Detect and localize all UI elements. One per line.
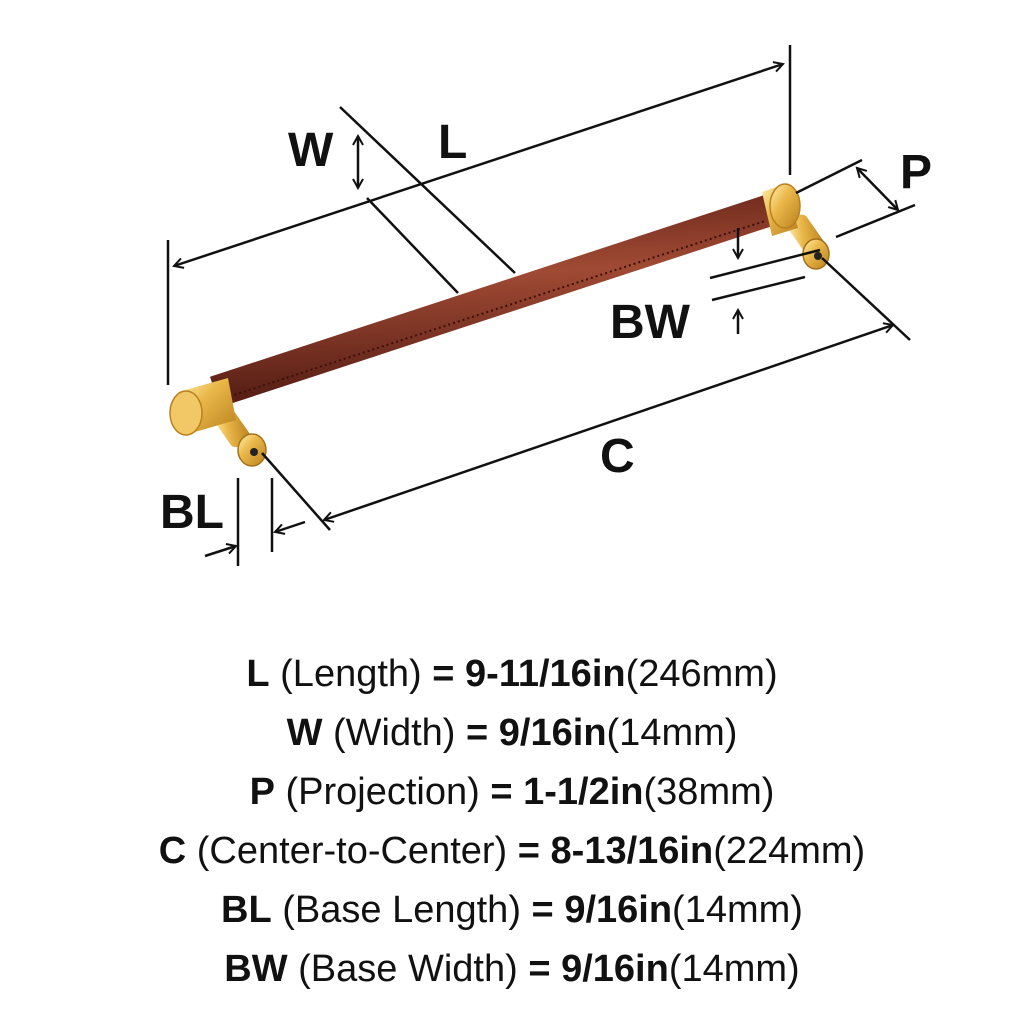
c-extension-right: [821, 257, 911, 341]
w-extension-2: [366, 197, 459, 294]
spec-name: (Center-to-Center): [196, 830, 508, 872]
handle: [169, 183, 830, 467]
spec-key: BL: [221, 889, 272, 931]
spec-metric: (14mm): [672, 889, 803, 931]
spec-name: (Width): [333, 712, 456, 754]
spec-metric: (224mm): [713, 830, 866, 872]
spec-key: C: [158, 830, 187, 872]
spec-key: L: [246, 653, 270, 695]
spec-projection: P (Projection) = 1-1/2in(38mm): [0, 763, 1024, 822]
label-p: P: [900, 146, 932, 199]
spec-base-width: BW (Base Width) = 9/16in(14mm): [0, 940, 1024, 999]
l-dimension-arrow: [174, 64, 783, 266]
c-extension-left: [261, 452, 331, 531]
spec-imperial: 1-1/2in: [523, 771, 644, 813]
bw-extension-2: [711, 275, 806, 302]
spec-name: (Length): [280, 653, 422, 695]
spec-eq: =: [517, 830, 540, 872]
spec-eq: =: [466, 712, 489, 754]
spec-name: (Base Length): [282, 889, 521, 931]
spec-imperial: 9/16in: [498, 712, 607, 754]
handle-drawing: W L P BW C BL: [160, 45, 932, 566]
label-bw: BW: [610, 296, 691, 349]
spec-imperial: 9/16in: [564, 889, 673, 931]
label-w: W: [288, 124, 334, 177]
p-extension-2: [835, 203, 916, 239]
left-end-cap: [169, 378, 236, 436]
spec-metric: (14mm): [606, 712, 738, 754]
right-end-cap: [762, 183, 801, 236]
c-dimension-arrow: [324, 325, 893, 520]
label-l: L: [438, 116, 467, 169]
label-c: C: [600, 430, 635, 483]
bl-arrow-right: [275, 520, 306, 532]
spec-metric: (14mm): [668, 948, 800, 990]
spec-key: P: [249, 771, 275, 813]
spec-imperial: 9/16in: [561, 948, 669, 990]
spec-imperial: 9-11/16in: [465, 653, 626, 695]
p-dimension-arrow: [857, 168, 898, 210]
dimension-lines: [166, 45, 916, 566]
spec-name: (Projection): [285, 771, 480, 813]
spec-key: W: [286, 712, 323, 754]
p-extension-1: [795, 158, 863, 195]
w-extension-1: [339, 106, 516, 274]
spec-eq: =: [490, 771, 513, 813]
spec-eq: =: [528, 948, 551, 990]
bw-extension-1: [709, 248, 821, 280]
spec-width: W (Width) = 9/16in(14mm): [0, 704, 1024, 763]
spec-metric: (38mm): [643, 771, 775, 813]
bl-arrow-left: [204, 546, 236, 558]
spec-metric: (246mm): [625, 653, 778, 695]
label-bl: BL: [160, 486, 224, 539]
spec-center-to-center: C (Center-to-Center) = 8-13/16in(224mm): [0, 822, 1024, 881]
spec-name: (Base Width): [298, 948, 518, 990]
spec-eq: =: [531, 889, 554, 931]
spec-key: BW: [224, 948, 288, 990]
spec-base-length: BL (Base Length) = 9/16in(14mm): [0, 881, 1024, 940]
spec-imperial: 8-13/16in: [550, 830, 714, 872]
specifications-list: L (Length) = 9-11/16in(246mm) W (Width) …: [0, 645, 1024, 999]
spec-length: L (Length) = 9-11/16in(246mm): [0, 645, 1024, 704]
spec-eq: =: [432, 653, 455, 695]
